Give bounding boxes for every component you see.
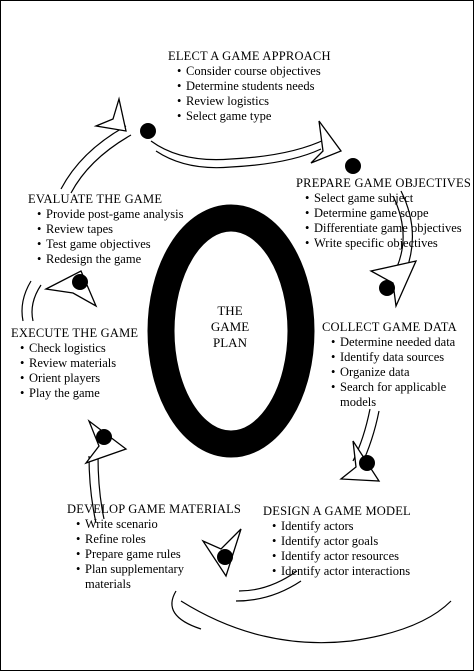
dot-3 [379,280,395,296]
step-title: PREPARE GAME OBJECTIVES [296,176,471,190]
step-title: COLLECT GAME DATA [322,320,457,334]
step-item: Identify actor interactions [272,564,411,579]
center-ring [147,204,315,458]
dot-4 [359,455,375,471]
step-item: Write scenario [76,517,241,532]
step-item: Determine game scope [305,206,471,221]
step-item: Redesign the game [37,252,183,267]
step-item: Test game objectives [37,237,183,252]
dot-6 [96,429,112,445]
step-elect-approach: ELECT A GAME APPROACH Consider course ob… [168,49,331,124]
step-item: Identify actor resources [272,549,411,564]
step-item: Determine students needs [177,79,331,94]
step-item: Review materials [20,356,138,371]
step-develop-materials: DEVELOP GAME MATERIALS Write scenario Re… [67,502,241,592]
step-title: EXECUTE THE GAME [11,326,139,340]
step-item: Refine roles [76,532,241,547]
center-label: THE GAME PLAN [201,303,259,351]
step-item: Identify actors [272,519,411,534]
step-item: Provide post-game analysis [37,207,183,222]
step-collect-data: COLLECT GAME DATA Determine needed data … [322,320,457,410]
step-item: Search for applicable [331,380,457,395]
step-item: Identify data sources [331,350,457,365]
step-item: Select game subject [305,191,471,206]
center-label-line: PLAN [213,335,247,350]
arrow-execute-to-evaluate [43,270,98,308]
center-label-line: GAME [210,319,250,334]
step-title: ELECT A GAME APPROACH [168,49,331,63]
step-item: Orient players [20,371,138,386]
step-execute-game: EXECUTE THE GAME Check logistics Review … [11,326,138,401]
step-item: Determine needed data [331,335,457,350]
step-item: Review logistics [177,94,331,109]
step-item: Write specific objectives [305,236,471,251]
arrow-evaluate-to-elect [93,96,127,132]
step-item: Prepare game rules [76,547,241,562]
dot-2 [345,158,361,174]
step-item: Play the game [20,386,138,401]
dot-1 [140,123,156,139]
step-title: DEVELOP GAME MATERIALS [67,502,242,516]
step-item: Check logistics [20,341,138,356]
step-evaluate-game: EVALUATE THE GAME Provide post-game anal… [28,192,183,267]
step-item-continued: materials [85,577,131,591]
step-item: Consider course objectives [177,64,331,79]
step-item: Organize data [331,365,457,380]
step-title: DESIGN A GAME MODEL [263,504,411,518]
step-item: Select game type [177,109,331,124]
step-design-model: DESIGN A GAME MODEL Identify actors Iden… [263,504,411,579]
step-prepare-objectives: PREPARE GAME OBJECTIVES Select game subj… [296,176,471,251]
step-item-continued: models [340,395,377,409]
step-item: Review tapes [37,222,183,237]
arrow-elect-to-prepare [310,120,343,164]
step-item: Differentiate game objectives [305,221,471,236]
step-item: Identify actor goals [272,534,411,549]
step-title: EVALUATE THE GAME [28,192,163,206]
dot-7 [72,274,88,290]
center-label-line: THE [217,303,243,318]
step-item: Plan supplementary [76,562,241,577]
